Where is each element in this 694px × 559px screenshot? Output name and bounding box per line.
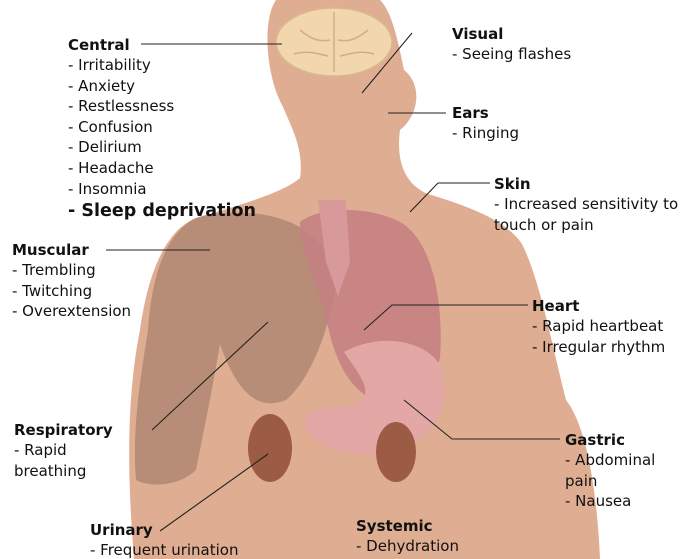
label-group-gastric: Gastric - Abdominal pain - Nausea [565, 430, 690, 512]
symptom-item: - Confusion [68, 117, 256, 138]
right-kidney [376, 422, 416, 482]
left-kidney [248, 414, 292, 482]
symptom-item: - Nausea [565, 491, 690, 512]
symptom-item: - Irregular rhythm [532, 337, 665, 358]
symptom-item: - Seeing flashes [452, 44, 571, 65]
label-group-muscular: Muscular - Trembling - Twitching - Overe… [12, 240, 131, 322]
symptom-item: - Rapid breathing [14, 440, 132, 481]
label-group-systemic: Systemic - Dehydration [356, 516, 459, 557]
group-title-ears: Ears [452, 103, 519, 123]
symptom-item: - Twitching [12, 281, 131, 302]
symptom-item: - Trembling [12, 260, 131, 281]
symptom-item-emphasized: - Sleep deprivation [68, 199, 256, 223]
group-title-visual: Visual [452, 24, 571, 44]
symptom-item: - Rapid heartbeat [532, 316, 665, 337]
label-group-urinary: Urinary - Frequent urination [90, 520, 238, 559]
label-group-ears: Ears - Ringing [452, 103, 519, 144]
symptom-item: - Headache [68, 158, 256, 179]
symptom-item: - Delirium [68, 137, 256, 158]
group-title-urinary: Urinary [90, 520, 238, 540]
group-title-muscular: Muscular [12, 240, 131, 260]
label-group-respiratory: Respiratory - Rapid breathing [14, 420, 132, 481]
group-title-skin: Skin [494, 174, 689, 194]
label-group-central: Central - Irritability - Anxiety - Restl… [68, 35, 256, 223]
symptom-item: - Insomnia [68, 179, 256, 200]
symptom-item: - Ringing [452, 123, 519, 144]
symptom-item: - Frequent urination [90, 540, 238, 559]
group-title-systemic: Systemic [356, 516, 459, 536]
label-group-skin: Skin - Increased sensitivity to touch or… [494, 174, 689, 235]
symptom-item: - Overextension [12, 301, 131, 322]
symptom-item: - Restlessness [68, 96, 256, 117]
symptom-item: - Increased sensitivity to touch or pain [494, 194, 689, 235]
symptom-item: - Irritability [68, 55, 256, 76]
symptom-item: - Dehydration [356, 536, 459, 557]
group-title-respiratory: Respiratory [14, 420, 132, 440]
symptom-item: - Anxiety [68, 76, 256, 97]
group-title-central: Central [68, 35, 256, 55]
symptom-item: - Abdominal pain [565, 450, 690, 491]
group-title-heart: Heart [532, 296, 665, 316]
label-group-heart: Heart - Rapid heartbeat - Irregular rhyt… [532, 296, 665, 357]
label-group-visual: Visual - Seeing flashes [452, 24, 571, 65]
group-title-gastric: Gastric [565, 430, 690, 450]
